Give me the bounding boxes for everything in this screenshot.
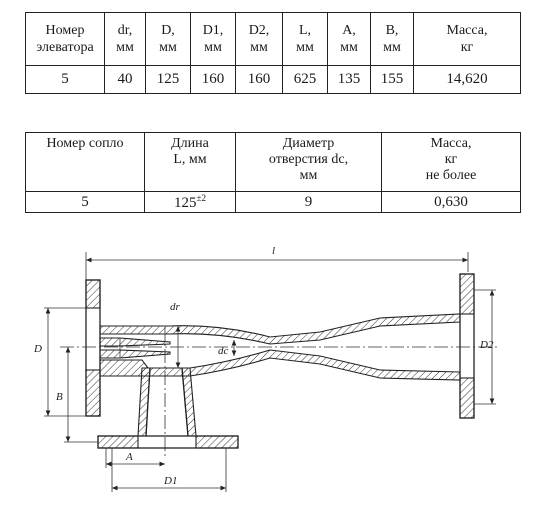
dimension-B: B	[56, 347, 98, 443]
header-cell-nozzle-number: Номер сопло	[25, 132, 145, 192]
right-flange	[459, 273, 475, 419]
length-tolerance: ±2	[196, 192, 206, 203]
header-text: Масса,	[446, 23, 488, 38]
label-D: D	[33, 343, 42, 355]
nozzle	[99, 337, 171, 359]
header-text: кг	[460, 40, 474, 55]
dimension-D: D	[33, 307, 86, 417]
table-cell: 160	[235, 65, 283, 94]
header-text: кг	[444, 152, 458, 167]
table-cell: 9	[235, 191, 382, 213]
header-text: D2,	[248, 23, 270, 38]
header-text: L, мм	[173, 152, 207, 167]
header-text: мм	[383, 40, 401, 55]
header-text: D,	[161, 23, 175, 38]
table-cell: 160	[190, 65, 236, 94]
table-cell: 125	[145, 65, 191, 94]
header-text: dr,	[117, 23, 133, 38]
side-inlet-pipe	[137, 367, 197, 437]
header-cell-mass: Масса, кг	[413, 12, 521, 66]
header-text: B,	[385, 23, 399, 38]
header-text: L,	[298, 23, 312, 38]
table-cell: 14,620	[413, 65, 521, 94]
table-cell: 40	[104, 65, 146, 94]
dimension-A: A	[105, 448, 165, 468]
label-dc: dc	[218, 345, 229, 357]
header-text: элеватора	[36, 40, 94, 55]
label-D1: D1	[163, 475, 177, 487]
header-cell-dr: dr, мм	[104, 12, 146, 66]
elevator-table-header: Номер элеватора dr, мм D, мм D1, мм D2, мм L,…	[25, 12, 521, 66]
table-cell: 135	[327, 65, 371, 94]
table-cell-length: 125±2	[144, 191, 236, 213]
header-text: мм	[296, 40, 314, 55]
header-text: не более	[425, 168, 477, 183]
header-cell-d1: D1, мм	[190, 12, 236, 66]
label-dr: dr	[170, 301, 181, 313]
header-text: отверстия dc,	[268, 152, 349, 167]
dimension-dr: dr	[170, 301, 181, 368]
dimension-dc: dc	[218, 340, 237, 357]
label-D2: D2	[479, 339, 494, 351]
dimension-D2: D2	[474, 289, 496, 405]
header-cell-number: Номер элеватора	[25, 12, 105, 66]
header-cell-d: D, мм	[145, 12, 191, 66]
label-A: A	[125, 451, 133, 463]
table-cell: 155	[370, 65, 414, 94]
table-cell: 5	[25, 191, 145, 213]
header-cell-b: B, мм	[370, 12, 414, 66]
label-l: l	[272, 245, 275, 257]
header-text: Диаметр	[282, 136, 335, 151]
header-text: мм	[299, 168, 318, 183]
dimension-l: l	[85, 245, 469, 312]
table-cell: 625	[282, 65, 328, 94]
header-text: A,	[342, 23, 356, 38]
elevator-table-row: 5 40 125 160 160 625 135 155 14,620	[25, 65, 521, 94]
dimension-D1: D1	[111, 448, 227, 492]
header-text: мм	[116, 40, 134, 55]
header-text: мм	[340, 40, 358, 55]
label-B: B	[56, 391, 63, 403]
header-text: мм	[159, 40, 177, 55]
elevator-table: Номер элеватора dr, мм D, мм D1, мм D2, мм L,…	[25, 12, 521, 94]
header-cell-l: L, мм	[282, 12, 328, 66]
bottom-flange	[97, 435, 239, 449]
header-text: D1,	[202, 23, 224, 38]
header-text: Номер сопло	[46, 136, 124, 151]
header-text: мм	[204, 40, 222, 55]
elevator-drawing: l	[33, 245, 500, 492]
header-text: Длина	[171, 136, 209, 151]
left-flange	[85, 279, 101, 417]
table-cell: 5	[25, 65, 105, 94]
nozzle-table-row: 5 125±2 9 0,630	[25, 191, 521, 213]
header-text: Масса,	[430, 136, 472, 151]
length-value: 125	[174, 194, 197, 211]
body-upper-wall	[99, 313, 461, 345]
header-cell-a: A, мм	[327, 12, 371, 66]
table-cell: 0,630	[381, 191, 521, 213]
header-cell-d2: D2, мм	[235, 12, 283, 66]
header-text: мм	[250, 40, 268, 55]
header-text: Номер	[45, 23, 85, 38]
